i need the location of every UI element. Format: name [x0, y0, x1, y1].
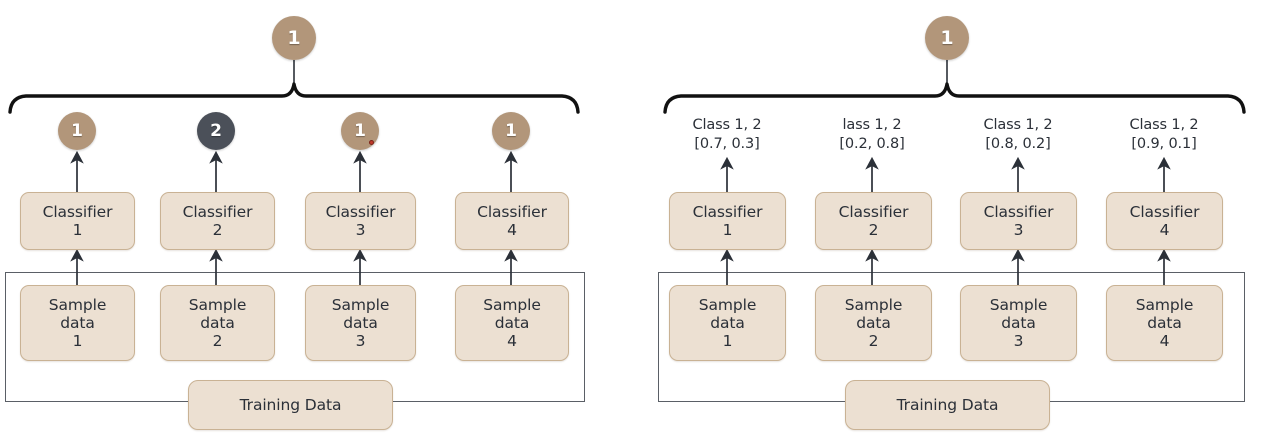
- training-data-label: Training Data: [239, 395, 342, 414]
- class-list: Class 1, 2: [983, 117, 1053, 133]
- sample-index: 1: [722, 332, 733, 351]
- sample-data-box-1: Sample data 1: [20, 285, 135, 361]
- sample-index: 2: [212, 332, 223, 351]
- sample-line2: data: [1147, 313, 1182, 332]
- prediction-label: 1: [505, 121, 517, 141]
- cursor-dot-artifact: [369, 140, 374, 145]
- classifier-index: 3: [1013, 221, 1024, 239]
- prediction-circle-2: 2: [197, 112, 235, 150]
- classifier-index: 4: [507, 221, 517, 239]
- sample-line2: data: [494, 313, 530, 332]
- prediction-circle-3: 1: [341, 112, 379, 150]
- sample-line1: Sample: [1135, 295, 1194, 314]
- final-prediction-label: 1: [940, 27, 954, 49]
- sample-data-box-1: Sample data 1: [669, 285, 786, 361]
- classifier-title: Classifier: [477, 202, 547, 221]
- sample-index: 2: [868, 332, 879, 351]
- prediction-label: 2: [210, 121, 222, 141]
- classifier-box-3: Classifier 3: [960, 192, 1077, 250]
- prediction-circle-1: 1: [58, 112, 96, 150]
- probability-label-3: Class 1, 2 [0.8, 0.2]: [950, 116, 1086, 155]
- probability-label-2: lass 1, 2 [0.2, 0.8]: [804, 116, 940, 155]
- sample-line1: Sample: [698, 295, 757, 314]
- sample-index: 1: [72, 332, 83, 351]
- sample-data-box-2: Sample data 2: [160, 285, 275, 361]
- probability-vector: [0.2, 0.8]: [839, 136, 905, 153]
- sample-line1: Sample: [483, 295, 541, 314]
- classifier-to-prediction-arrows-left: [70, 150, 518, 194]
- sample-line1: Sample: [331, 295, 390, 314]
- prediction-label: 1: [354, 121, 366, 141]
- sample-data-box-4: Sample data 4: [1106, 285, 1223, 361]
- classifier-box-4: Classifier 4: [1106, 192, 1223, 250]
- classifier-box-2: Classifier 2: [815, 192, 932, 250]
- prediction-label: 1: [71, 121, 83, 141]
- sample-data-box-3: Sample data 3: [960, 285, 1077, 361]
- classifier-title: Classifier: [838, 202, 909, 221]
- class-list: Class 1, 2: [1129, 117, 1199, 133]
- class-list: lass 1, 2: [842, 117, 902, 133]
- grouping-brace-right: [663, 82, 1246, 114]
- classifier-box-1: Classifier 1: [20, 192, 135, 250]
- probability-vector: [0.9, 0.1]: [1131, 136, 1197, 153]
- classifier-box-3: Classifier 3: [305, 192, 416, 250]
- sample-index: 3: [355, 332, 366, 351]
- final-prediction-label: 1: [287, 27, 301, 49]
- training-data-box-right: Training Data: [845, 380, 1050, 430]
- classifier-title: Classifier: [42, 202, 113, 221]
- probability-vector: [0.7, 0.3]: [694, 136, 760, 153]
- prediction-circle-4: 1: [492, 112, 530, 150]
- sample-data-box-3: Sample data 3: [305, 285, 416, 361]
- classifier-title: Classifier: [1129, 202, 1200, 221]
- sample-line2: data: [343, 313, 378, 332]
- sample-line2: data: [200, 313, 235, 332]
- sample-data-box-2: Sample data 2: [815, 285, 932, 361]
- probability-label-4: Class 1, 2 [0.9, 0.1]: [1096, 116, 1232, 155]
- sample-index: 3: [1013, 332, 1024, 351]
- classifier-index: 2: [212, 221, 223, 239]
- classifier-title: Classifier: [692, 202, 763, 221]
- classifier-index: 2: [868, 221, 879, 239]
- classifier-to-probability-arrows-right: [720, 156, 1171, 194]
- training-data-box-left: Training Data: [188, 380, 393, 430]
- sample-line1: Sample: [844, 295, 903, 314]
- sample-data-box-4: Sample data 4: [455, 285, 569, 361]
- sample-line2: data: [1001, 313, 1036, 332]
- class-list: Class 1, 2: [692, 117, 762, 133]
- classifier-index: 1: [72, 221, 83, 239]
- classifier-title: Classifier: [325, 202, 396, 221]
- brace-to-final-connector-left: [293, 60, 295, 86]
- sample-index: 4: [507, 332, 517, 351]
- classifier-title: Classifier: [983, 202, 1054, 221]
- classifier-index: 3: [355, 221, 366, 239]
- sample-line2: data: [60, 313, 95, 332]
- soft-voting-panel: 1 Class 1, 2 [0.7, 0.3] lass 1, 2 [0.2, …: [640, 0, 1280, 446]
- majority-voting-panel: 1 1 2 1 1: [5, 16, 585, 430]
- classifier-box-4: Classifier 4: [455, 192, 569, 250]
- sample-line1: Sample: [48, 295, 107, 314]
- classifier-index: 4: [1159, 221, 1170, 239]
- probability-label-1: Class 1, 2 [0.7, 0.3]: [659, 116, 795, 155]
- classifier-index: 1: [722, 221, 733, 239]
- probability-vector: [0.8, 0.2]: [985, 136, 1051, 153]
- classifier-title: Classifier: [182, 202, 253, 221]
- sample-line1: Sample: [989, 295, 1048, 314]
- brace-to-final-connector-right: [946, 60, 948, 86]
- grouping-brace-left: [8, 82, 580, 114]
- sample-line1: Sample: [188, 295, 247, 314]
- sample-index: 4: [1159, 332, 1170, 351]
- classifier-box-1: Classifier 1: [669, 192, 786, 250]
- final-prediction-circle-right: 1: [925, 16, 969, 60]
- training-data-label: Training Data: [896, 395, 999, 414]
- classifier-box-2: Classifier 2: [160, 192, 275, 250]
- sample-line2: data: [710, 313, 745, 332]
- sample-line2: data: [856, 313, 891, 332]
- final-prediction-circle-left: 1: [272, 16, 316, 60]
